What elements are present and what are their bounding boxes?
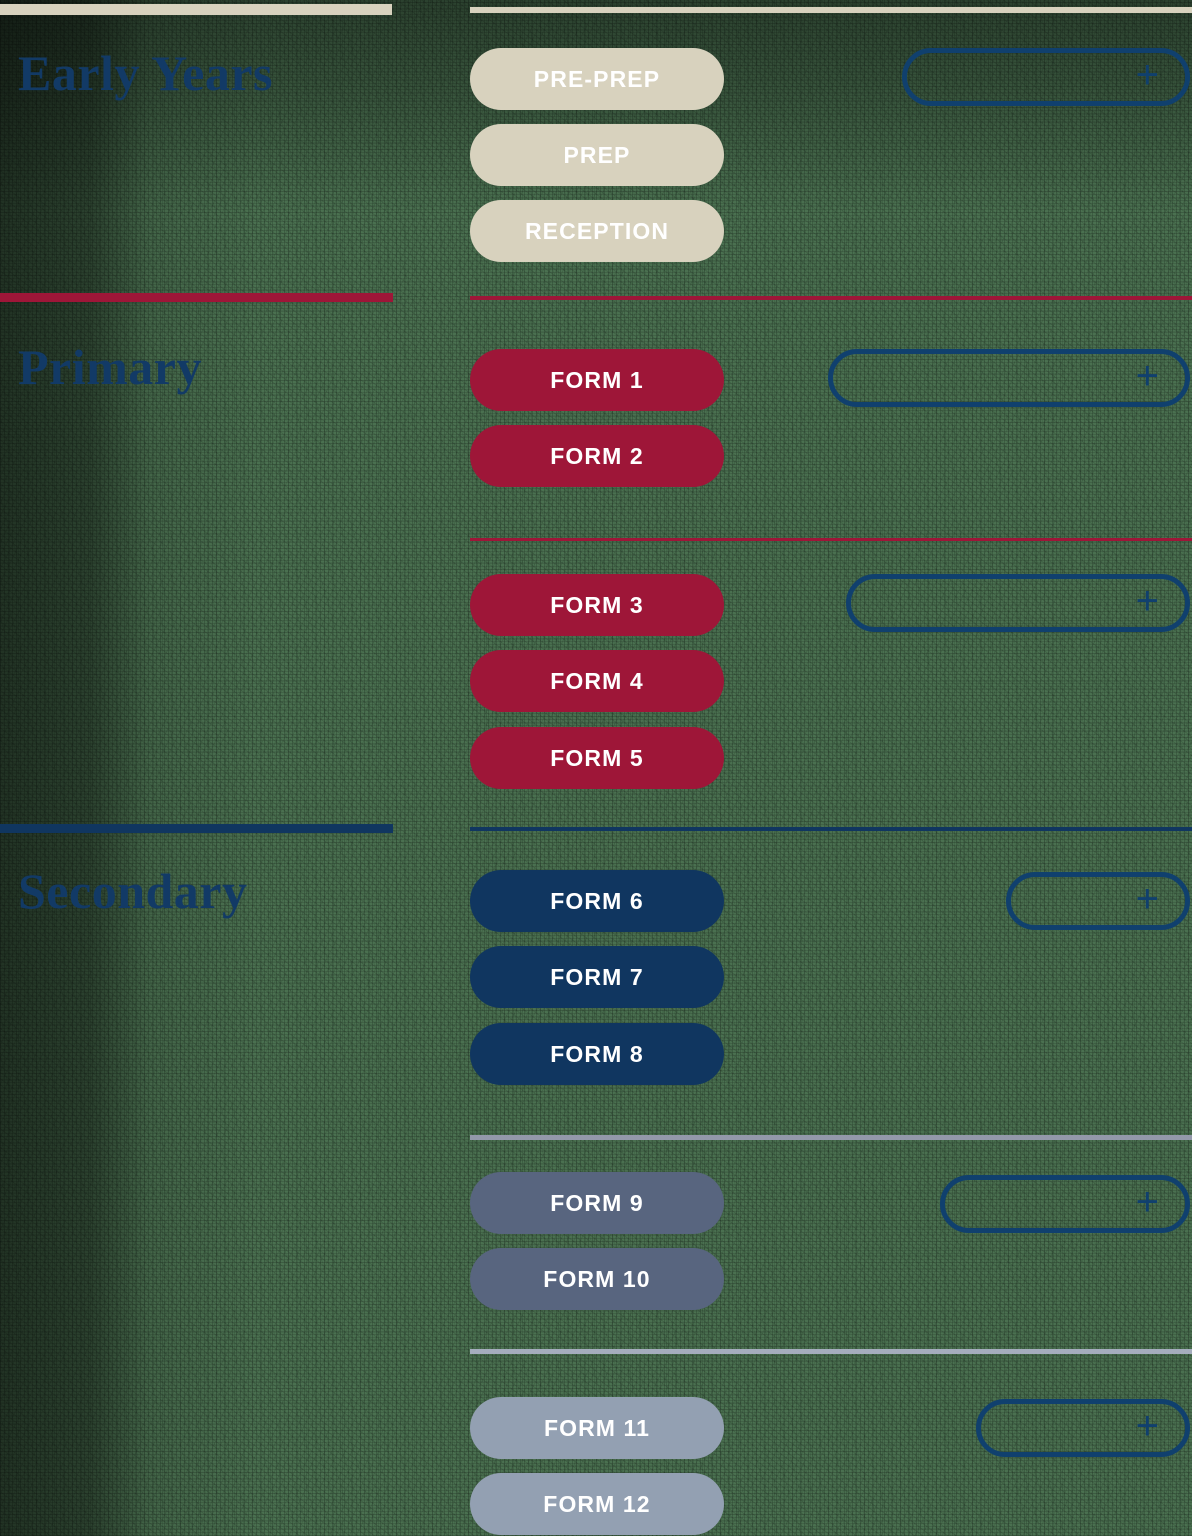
year-pill-form-9[interactable]: FORM 9 xyxy=(470,1172,724,1234)
year-pill-form-4[interactable]: FORM 4 xyxy=(470,650,724,712)
year-pill-form-6[interactable]: FORM 6 xyxy=(470,870,724,932)
year-pill-form-1[interactable]: FORM 1 xyxy=(470,349,724,411)
add-button-early-years[interactable]: + xyxy=(902,48,1190,106)
year-pill-pre-prep[interactable]: PRE-PREP xyxy=(470,48,724,110)
plus-icon: + xyxy=(1135,876,1159,921)
divider-early-years-left xyxy=(0,4,392,15)
plus-icon: + xyxy=(1135,578,1159,623)
year-pill-form-8[interactable]: FORM 8 xyxy=(470,1023,724,1085)
year-pill-form-12[interactable]: FORM 12 xyxy=(470,1473,724,1535)
plus-icon: + xyxy=(1135,1179,1159,1224)
year-pill-reception[interactable]: RECEPTION xyxy=(470,200,724,262)
year-pill-form-11[interactable]: FORM 11 xyxy=(470,1397,724,1459)
add-button-secondary-upper[interactable]: + xyxy=(976,1399,1190,1457)
plus-icon: + xyxy=(1135,52,1159,97)
divider-primary-left xyxy=(0,293,393,302)
add-button-secondary-middle[interactable]: + xyxy=(940,1175,1190,1233)
divider-primary-right xyxy=(470,296,1192,300)
divider-primary-upper xyxy=(470,538,1192,541)
year-pill-form-5[interactable]: FORM 5 xyxy=(470,727,724,789)
year-pill-prep[interactable]: PREP xyxy=(470,124,724,186)
plus-icon: + xyxy=(1135,353,1159,398)
section-title-primary: Primary xyxy=(18,339,202,395)
year-pill-form-10[interactable]: FORM 10 xyxy=(470,1248,724,1310)
divider-early-years-right xyxy=(470,7,1192,13)
divider-secondary-upper xyxy=(470,1349,1192,1354)
add-button-secondary-lower[interactable]: + xyxy=(1006,872,1190,930)
divider-secondary-right xyxy=(470,827,1192,831)
year-pill-form-7[interactable]: FORM 7 xyxy=(470,946,724,1008)
year-pill-form-3[interactable]: FORM 3 xyxy=(470,574,724,636)
section-title-early-years: Early Years xyxy=(18,45,273,101)
section-title-secondary: Secondary xyxy=(18,863,248,919)
year-pill-form-2[interactable]: FORM 2 xyxy=(470,425,724,487)
divider-secondary-left xyxy=(0,824,393,833)
add-button-primary-lower[interactable]: + xyxy=(828,349,1190,407)
plus-icon: + xyxy=(1135,1403,1159,1448)
add-button-primary-upper[interactable]: + xyxy=(846,574,1190,632)
divider-secondary-middle xyxy=(470,1135,1192,1140)
